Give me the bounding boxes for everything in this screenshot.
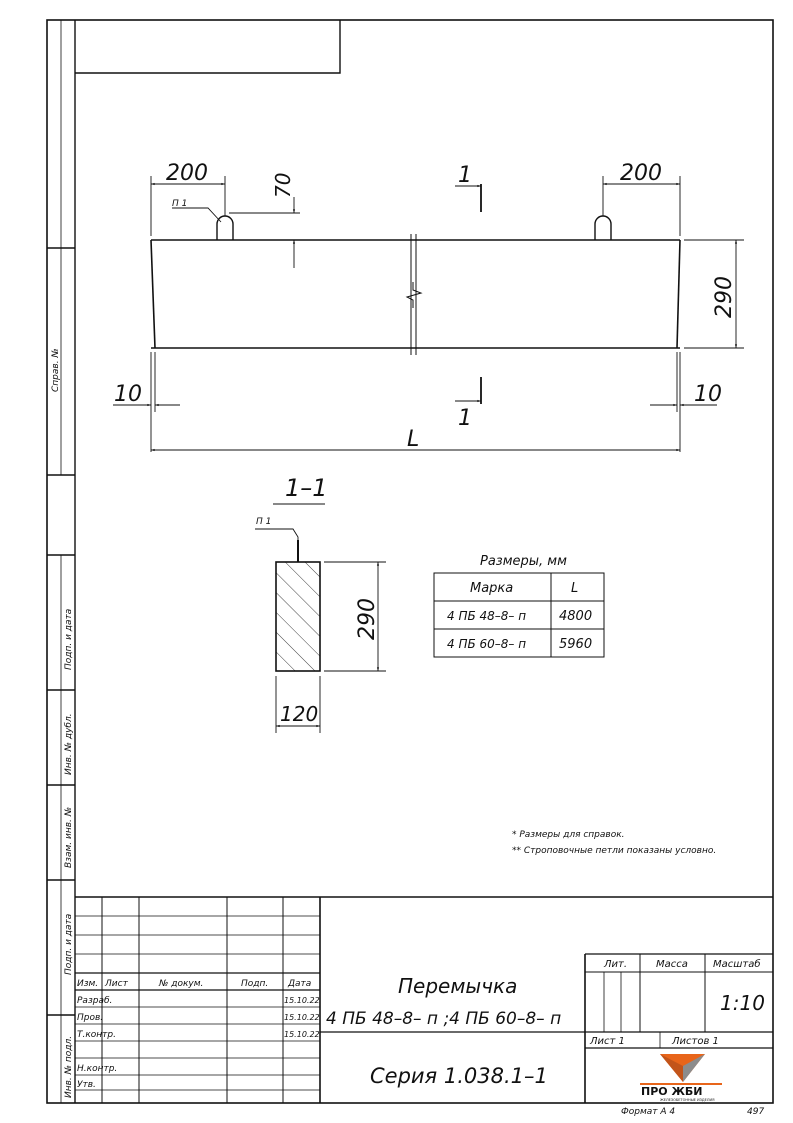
- sheet-frame: [46, 19, 774, 1104]
- tb-date-tkontr: 15.10.22: [284, 1030, 320, 1039]
- tb-scale-label: Масштаб: [713, 958, 761, 970]
- tb-title-line1: Перемычка: [398, 974, 517, 998]
- side-label-vzam-inv: Взам. инв. №: [64, 807, 74, 868]
- dim-length-value: L: [407, 427, 419, 452]
- tb-logo-text: ПРО ЖБИ: [641, 1085, 703, 1098]
- tb-sheet-label: Лист 1: [589, 1036, 625, 1047]
- dim-top-left: [150, 176, 226, 236]
- section-dim-height: [324, 561, 386, 672]
- tb-role-prov: Пров.: [77, 1013, 103, 1023]
- side-label-podp-data-1: Подп. и дата: [64, 609, 74, 670]
- side-label-inv-podl: Инв. № подл.: [64, 1036, 74, 1098]
- section-mark-top-label: 1: [458, 163, 472, 188]
- size-table-row1-mark: 4 ПБ 48–8– п: [447, 609, 526, 623]
- footer-format: Формат А 4: [621, 1107, 675, 1117]
- tb-scale-value: 1:10: [720, 991, 765, 1015]
- tb-header-podp: Подп.: [241, 979, 268, 989]
- section-view: [255, 528, 321, 672]
- dim-height: [684, 239, 744, 349]
- section-dim-height-value: 290: [355, 598, 380, 640]
- section-dim-width-value: 120: [280, 702, 318, 726]
- size-table: [433, 572, 605, 658]
- size-table-row2-length: 5960: [559, 637, 592, 652]
- side-label-inv-dubl: Инв. № дубл.: [64, 713, 74, 775]
- tb-header-list: Лист: [104, 979, 129, 989]
- tb-header-date: Дата: [287, 979, 311, 989]
- elevation-loop-label: П 1: [172, 199, 187, 209]
- side-label-podp-data-2: Подп. и дата: [64, 914, 74, 975]
- dim-left-offset-value: 10: [114, 382, 142, 407]
- dim-top-right: [602, 176, 681, 236]
- size-table-row1-length: 4800: [559, 609, 592, 624]
- size-table-header-length: L: [571, 581, 578, 596]
- section-mark-bottom: [455, 377, 482, 404]
- side-label-sprav: Справ. №: [51, 348, 61, 392]
- section-dim-width: [275, 676, 321, 733]
- section-mark-bottom-label: 1: [458, 406, 472, 431]
- tb-mass-label: Масса: [656, 959, 688, 970]
- tb-series: Серия 1.038.1–1: [370, 1064, 548, 1088]
- dim-loop-height: [229, 197, 300, 268]
- dim-height-value: 290: [712, 276, 737, 318]
- tb-sheets-label: Листов 1: [671, 1036, 719, 1047]
- tb-header-izm: Изм.: [77, 979, 98, 989]
- tb-role-razrab: Разраб.: [77, 996, 112, 1006]
- tb-role-utv: Утв.: [77, 1080, 96, 1090]
- section-title: 1–1: [285, 474, 328, 502]
- dim-top-left-value: 200: [166, 161, 208, 186]
- section-mark-top: [455, 184, 482, 212]
- tb-logo-sub: ЖЕЛЕЗОБЕТОННЫЕ ИЗДЕЛИЯ: [660, 1098, 715, 1102]
- section-loop-label: П 1: [256, 517, 271, 527]
- prozhbi-logo-icon: [640, 1054, 722, 1085]
- dim-loop-height-value: 70: [271, 173, 295, 198]
- size-table-row2-mark: 4 ПБ 60–8– п: [447, 637, 526, 651]
- size-table-caption: Размеры, мм: [480, 554, 567, 569]
- footer-page-number: 497: [747, 1107, 764, 1117]
- tb-title-line2: 4 ПБ 48–8– п ;4 ПБ 60–8– п: [326, 1009, 561, 1029]
- title-block: [75, 896, 773, 1103]
- note-1: * Размеры для справок.: [512, 830, 625, 840]
- tb-lit-label: Лит.: [603, 959, 627, 970]
- tb-date-prov: 15.10.22: [284, 1013, 320, 1022]
- lintel-elevation: [150, 207, 681, 355]
- note-2: ** Строповочные петли показаны условно.: [512, 846, 716, 856]
- size-table-header-mark: Марка: [470, 581, 513, 596]
- dim-right-offset: [650, 352, 717, 452]
- dim-right-offset-value: 10: [694, 382, 722, 407]
- dim-left-offset: [113, 352, 180, 452]
- dim-top-right-value: 200: [620, 161, 662, 186]
- tb-role-nkontr: Н.контр.: [77, 1064, 117, 1074]
- tb-role-tkontr: Т.контр.: [77, 1030, 116, 1040]
- tb-date-razrab: 15.10.22: [284, 996, 320, 1005]
- tb-header-doc: № докум.: [158, 979, 203, 989]
